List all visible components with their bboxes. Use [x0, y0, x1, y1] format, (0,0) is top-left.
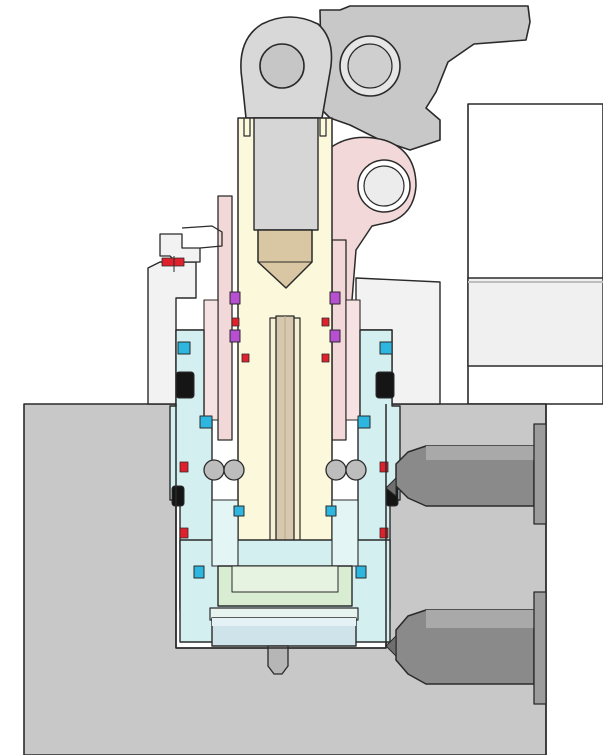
cyan-seal [355, 565, 367, 579]
locking-balls [203, 459, 367, 481]
red-seal [179, 461, 189, 473]
bottom-cap [209, 607, 359, 647]
cone-point [257, 229, 313, 289]
cyan-seal [325, 505, 337, 517]
pink-lever [325, 136, 417, 331]
magenta-seal [229, 291, 241, 305]
cyan-seal [233, 505, 245, 517]
left-air-fitting [159, 225, 223, 272]
red-seal [321, 317, 330, 327]
black-seal [375, 371, 395, 399]
cyan-seal [177, 341, 191, 355]
housing-edges [175, 404, 387, 649]
upper-lever-plate [240, 16, 333, 119]
cyan-seal [357, 415, 371, 429]
black-seal [175, 371, 195, 399]
clevis-pin [243, 118, 327, 137]
upper-lever-pivot-hole [259, 43, 305, 89]
black-seal [171, 485, 185, 507]
right-frame-block [467, 103, 603, 405]
red-seal [231, 317, 240, 327]
magenta-seal [229, 329, 241, 343]
seals [171, 291, 399, 579]
red-seal [379, 527, 389, 539]
cyan-seal [193, 565, 205, 579]
cyan-seal [199, 415, 213, 429]
upper-link-arm [319, 5, 531, 151]
right-frame-inner-bar [467, 277, 603, 367]
magenta-seal [329, 329, 341, 343]
red-seal [179, 527, 189, 539]
red-seal [321, 353, 330, 363]
right-clamp-upper [385, 423, 547, 525]
inner-guide-pin [275, 315, 295, 567]
piston-rod-slot [253, 117, 319, 231]
right-clamp-lower [385, 591, 547, 705]
bottom-pin [267, 645, 289, 675]
magenta-seal [329, 291, 341, 305]
red-seal [379, 461, 389, 473]
cyan-seal [379, 341, 393, 355]
red-seal [241, 353, 250, 363]
green-piston [217, 565, 353, 607]
